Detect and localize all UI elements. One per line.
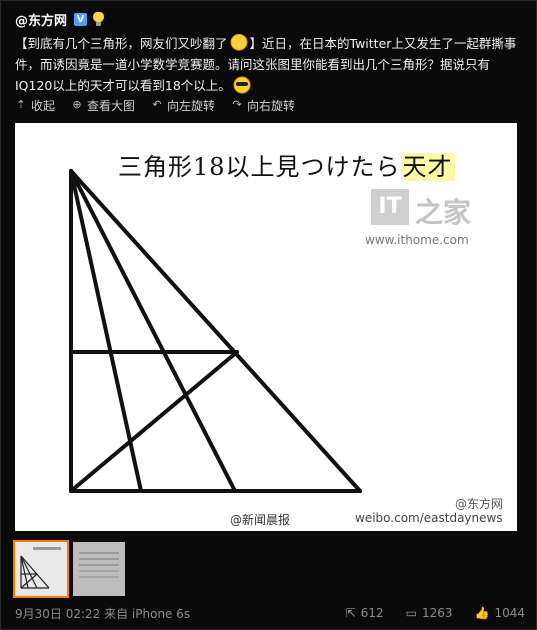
repost-button[interactable]: ⇱ 612 [346, 606, 384, 620]
apex-line-1 [69, 169, 143, 493]
post-header: @东方网 V [15, 9, 105, 29]
headline-text: 三角形18以上見つけたら [118, 153, 401, 181]
post-text: 【到底有几个三角形，网友们又吵翻了】近日，在日本的Twitter上又发生了一起群… [15, 33, 525, 96]
verified-v-icon: V [74, 12, 88, 26]
brand-watermark: @东方网 [455, 497, 504, 511]
diagonal-line [69, 350, 239, 493]
triangle-hypotenuse [69, 169, 362, 493]
post-text-part2: 】近日，在日本的Twitter上又发生了一起群撕事件，而诱因竟是一道小学数学竞赛… [15, 36, 517, 93]
site-url-watermark: www.ithome.com [365, 233, 469, 247]
post-stats: ⇱ 612 ▭ 1263 👍 1044 [346, 606, 525, 620]
image-actions-bar: ⇡ 收起 ⊕ 查看大图 ↶ 向左旋转 ↷ 向右旋转 [15, 96, 295, 114]
rotate-right-icon: ↷ [232, 98, 242, 111]
apex-line-2 [69, 169, 237, 493]
image-headline: 三角形18以上見つけたら天才 [118, 147, 455, 182]
collapse-label: 收起 [31, 98, 56, 113]
rotate-left-label: 向左旋转 [167, 98, 216, 113]
comment-count: 1263 [421, 606, 453, 620]
rotate-left-icon: ↶ [152, 98, 162, 111]
lightbulb-icon [93, 12, 105, 26]
triangle-figure [69, 169, 362, 493]
rotate-right-label: 向右旋转 [247, 98, 296, 113]
thumbnail-1-triangle-icon [20, 547, 61, 589]
comment-button[interactable]: ▭ 1263 [406, 606, 453, 620]
like-button[interactable]: 👍 1044 [475, 606, 526, 620]
headline-highlight: 天才 [400, 153, 455, 181]
repost-count: 612 [360, 606, 384, 620]
logo-box: IT [371, 189, 409, 225]
collapse-button[interactable]: ⇡ 收起 [15, 96, 55, 114]
post-image[interactable]: 三角形18以上見つけたら天才 IT 之家 www.ithome.com @东方网… [15, 123, 517, 531]
ithome-logo: IT 之家 [371, 189, 471, 229]
like-count: 1044 [494, 606, 525, 620]
zoom-in-icon: ⊕ [72, 98, 82, 111]
thumbnail-strip [13, 540, 125, 598]
rotate-right-button[interactable]: ↷ 向右旋转 [231, 96, 295, 114]
rotate-left-button[interactable]: ↶ 向左旋转 [151, 96, 215, 114]
collapse-icon: ⇡ [16, 98, 26, 111]
sunglasses-emoji-icon [232, 76, 251, 94]
post-footer: 9月30日 02:22 来自 iPhone 6s ⇱ 612 ▭ 1263 👍 … [15, 604, 525, 622]
username-link[interactable]: @东方网 [15, 13, 68, 29]
like-icon: 👍 [474, 606, 490, 620]
view-large-button[interactable]: ⊕ 查看大图 [71, 96, 135, 114]
angry-emoji-icon [229, 34, 248, 52]
comment-icon: ▭ [405, 606, 417, 620]
thumbnail-1[interactable] [13, 540, 69, 598]
post-text-part1: 【到底有几个三角形，网友们又吵翻了 [15, 36, 228, 51]
source-watermark: @新闻晨报 [230, 513, 291, 527]
view-large-label: 查看大图 [87, 98, 136, 113]
repost-icon: ⇱ [345, 606, 356, 620]
thumbnail-2[interactable] [73, 542, 125, 596]
logo-zh: 之家 [415, 196, 472, 229]
weibo-watermark: weibo.com/eastdaynews [355, 511, 503, 525]
post-meta: 9月30日 02:22 来自 iPhone 6s [15, 606, 191, 621]
